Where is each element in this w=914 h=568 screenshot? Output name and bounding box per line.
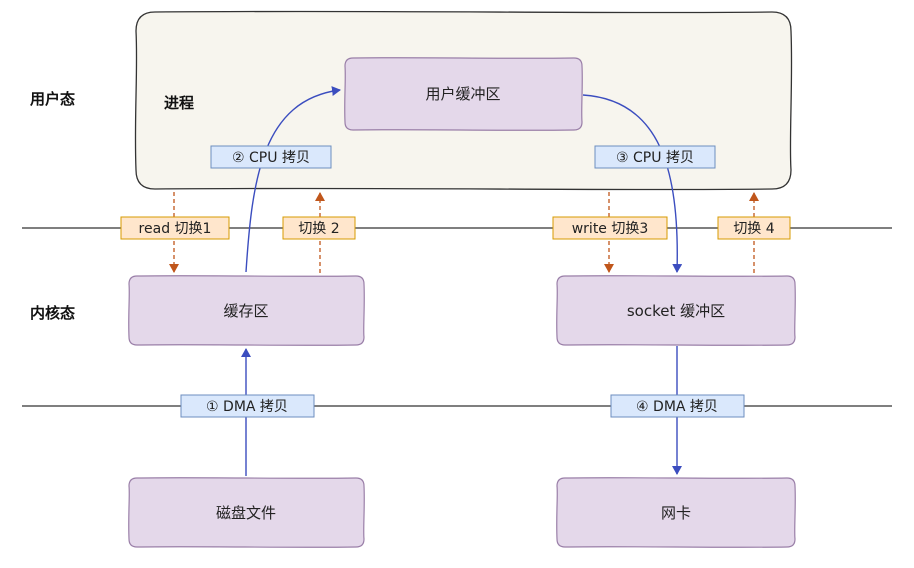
cpu-read-tag: ② CPU 拷贝 <box>210 145 332 169</box>
switch-1-tag: read 切换1 <box>120 216 230 240</box>
socket-buffer-label: socket 缓冲区 <box>627 302 725 320</box>
cache-box: 缓存区 <box>128 275 365 346</box>
dma-read-tag-label: ① DMA 拷贝 <box>206 399 288 415</box>
switch-4-tag-label: 切换 4 <box>733 220 774 237</box>
user-buffer-label: 用户缓冲区 <box>425 85 500 103</box>
switch-3-tag: write 切换3 <box>552 216 668 240</box>
switch-1-tag-label: read 切换1 <box>139 220 212 237</box>
nic-box: 网卡 <box>556 477 796 548</box>
process-label: 进程 <box>164 94 194 112</box>
cpu-write-tag-label: ③ CPU 拷贝 <box>616 150 694 166</box>
cpu-write-tag: ③ CPU 拷贝 <box>594 145 716 169</box>
dma-read-tag: ① DMA 拷贝 <box>180 394 315 418</box>
disk-file-box: 磁盘文件 <box>128 477 365 548</box>
cpu-read-tag-label: ② CPU 拷贝 <box>232 150 310 166</box>
kernel-mode-label: 内核态 <box>30 304 75 322</box>
disk-file-label: 磁盘文件 <box>216 504 276 522</box>
switch-4-tag: 切换 4 <box>717 216 791 240</box>
cache-label: 缓存区 <box>223 302 268 320</box>
user-mode-label: 用户态 <box>30 90 75 108</box>
switch-2-tag: 切换 2 <box>282 216 356 240</box>
socket-buffer-box: socket 缓冲区 <box>556 275 796 346</box>
dma-write-tag: ④ DMA 拷贝 <box>610 394 745 418</box>
switch-3-tag-label: write 切换3 <box>572 220 649 237</box>
switch-2-tag-label: 切换 2 <box>298 220 339 237</box>
nic-label: 网卡 <box>661 504 691 522</box>
dma-write-tag-label: ④ DMA 拷贝 <box>636 399 718 415</box>
user-buffer-box: 用户缓冲区 <box>344 57 583 131</box>
